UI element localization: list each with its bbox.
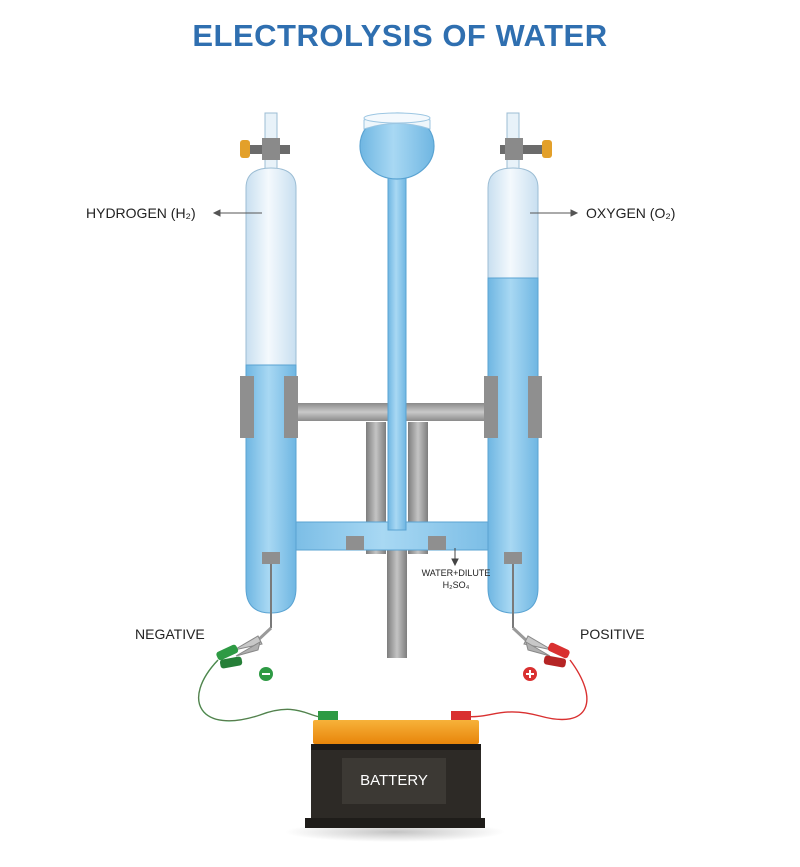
connector-clamp-left — [346, 536, 364, 550]
negative-label: NEGATIVE — [135, 626, 205, 642]
hydrogen-tube — [245, 112, 297, 614]
battery-label: BATTERY — [360, 772, 428, 789]
oxygen-tube — [487, 112, 539, 614]
minus-icon — [259, 667, 273, 681]
electrode-left — [262, 552, 280, 564]
diagram-title: ELECTROLYSIS OF WATER — [192, 18, 608, 53]
oxygen-label: OXYGEN (O₂) — [586, 205, 676, 221]
positive-label: POSITIVE — [580, 626, 645, 642]
electrolyte-label-line1: WATER+DILUTE — [421, 568, 491, 578]
electrode-right — [504, 552, 522, 564]
hydrogen-arrow — [212, 209, 262, 217]
connector-clamp-right — [428, 536, 446, 550]
plus-icon — [523, 667, 537, 681]
electrolyte-arrow — [451, 548, 459, 567]
oxygen-arrow — [530, 209, 579, 217]
wire-negative-dark — [198, 659, 329, 721]
clamp-left-outer — [240, 376, 254, 438]
battery — [305, 711, 485, 828]
oxygen-stopcock — [500, 138, 552, 160]
negative-clip — [216, 626, 273, 669]
electrolyte-label-line2: H₂SO₄ — [442, 580, 470, 590]
clamp-right-inner — [484, 376, 498, 438]
wire-positive — [461, 659, 588, 721]
clamp-left-inner — [284, 376, 298, 438]
central-tube — [387, 169, 407, 531]
hydrogen-label: HYDROGEN (H₂) — [86, 205, 196, 221]
support-left — [366, 422, 386, 554]
stand-rod — [387, 540, 407, 658]
clamp-right-outer — [528, 376, 542, 438]
positive-clip — [511, 626, 570, 668]
support-right — [408, 422, 428, 554]
hydrogen-stopcock — [240, 138, 290, 160]
